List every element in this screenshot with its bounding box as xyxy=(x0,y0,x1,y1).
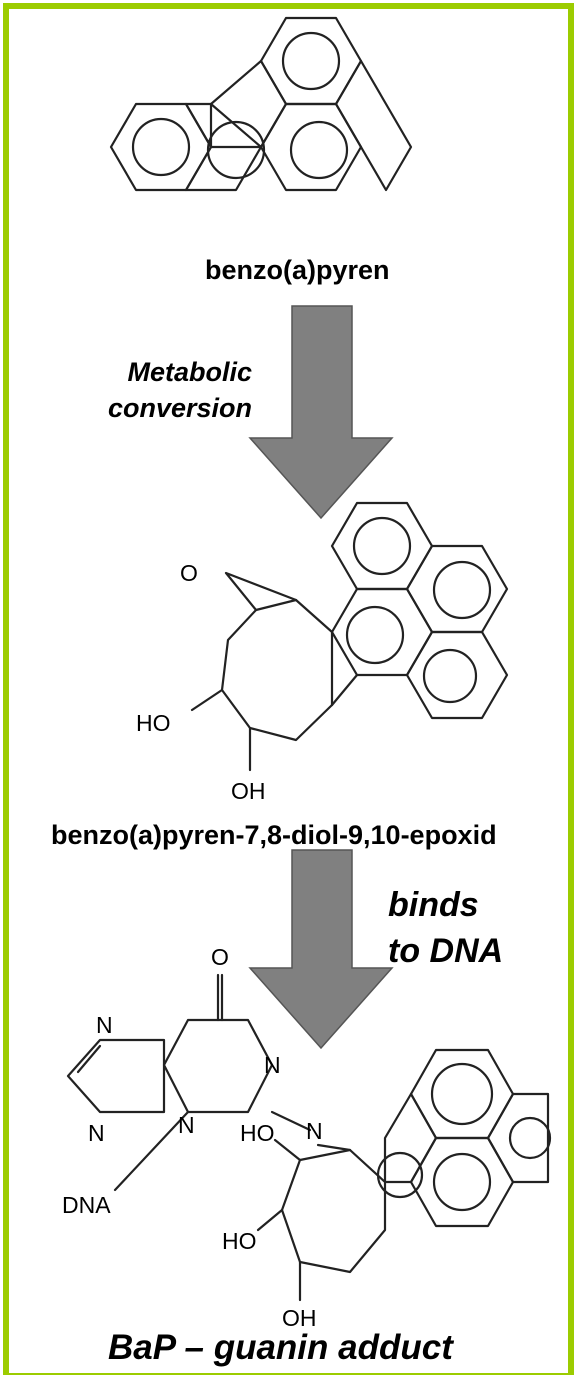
diol-epoxide-structure xyxy=(190,501,509,772)
ad-atom-n9: N xyxy=(88,1120,105,1146)
de-atom-oh: OH xyxy=(231,778,266,804)
ad-atom-ho2: HO xyxy=(222,1228,257,1254)
adduct-structure xyxy=(66,973,552,1302)
bp-circle-top xyxy=(281,31,341,91)
de-epoxide xyxy=(224,571,298,612)
bp-circle-mid xyxy=(206,120,266,180)
ad-bond-n-link xyxy=(270,1110,312,1132)
figure-border xyxy=(3,3,574,1375)
de-circle-right2 xyxy=(422,648,478,704)
ad-double-bond xyxy=(76,1044,102,1074)
bp-circle-right xyxy=(289,120,349,180)
ad-circle-top xyxy=(430,1062,494,1126)
bp-ring-top xyxy=(259,16,363,106)
binds-line2: to DNA xyxy=(388,932,504,970)
ad-atom-n1: N xyxy=(264,1052,281,1078)
ad-bond-dna xyxy=(113,1110,190,1192)
bp-ring-mid2 xyxy=(184,102,263,192)
ad-atom-ho1: HO xyxy=(240,1120,275,1146)
ad-guanine-five xyxy=(66,1038,166,1114)
binds-step-label: binds to DNA xyxy=(388,882,503,974)
ad-ring-center xyxy=(383,1092,438,1184)
ad-ring-mid xyxy=(409,1136,515,1228)
ad-atom-n7: N xyxy=(96,1012,113,1038)
bp-ring-left xyxy=(109,102,213,192)
de-ring-right2 xyxy=(405,630,509,720)
ad-atom-carbonyl-o: O xyxy=(211,944,229,970)
metabolic-line1: Metabolic xyxy=(127,357,252,387)
binds-line1: binds xyxy=(388,886,479,924)
ad-bond-ho1 xyxy=(273,1138,302,1162)
benzopyrene-name: benzo(a)pyren xyxy=(205,255,390,285)
bp-ring-center xyxy=(259,102,363,192)
ad-circle-mid xyxy=(432,1152,492,1212)
bp-circle-left xyxy=(131,117,191,177)
adduct-name: BaP – guanin adduct xyxy=(108,1328,453,1367)
bp-ring-middle xyxy=(209,59,288,149)
de-sat-ring xyxy=(220,598,334,742)
de-circle-center xyxy=(345,605,405,665)
de-circle-right xyxy=(432,560,492,620)
ad-atom-n3: N xyxy=(178,1112,195,1138)
de-atom-epoxide-o: O xyxy=(180,560,198,586)
ad-ring-right xyxy=(486,1092,550,1184)
de-circle-top xyxy=(352,516,412,576)
ad-atom-dna: DNA xyxy=(62,1192,111,1218)
ad-sat-ring xyxy=(280,1148,387,1274)
arrow-metabolic xyxy=(248,305,394,520)
ad-bond-ho2 xyxy=(256,1208,284,1232)
benzopyrene-structure xyxy=(109,16,413,192)
de-bond-ho xyxy=(190,688,224,712)
ad-atom-linker-n: N xyxy=(306,1118,323,1144)
ad-guanine-six xyxy=(162,1018,274,1114)
ad-atom-oh3: OH xyxy=(282,1305,317,1331)
de-ring-top xyxy=(330,501,434,591)
ad-bond-n-sat xyxy=(316,1143,352,1152)
metabolic-line2: conversion xyxy=(107,393,252,423)
arrow-binds xyxy=(248,849,394,1050)
de-ring-right xyxy=(405,544,509,634)
metabolic-step-label: Metabolic conversion xyxy=(108,354,252,426)
diol-epoxide-name: benzo(a)pyren-7,8-diol-9,10-epoxid xyxy=(51,820,497,850)
de-atom-ho: HO xyxy=(136,710,171,736)
ad-circle-right xyxy=(508,1116,552,1160)
